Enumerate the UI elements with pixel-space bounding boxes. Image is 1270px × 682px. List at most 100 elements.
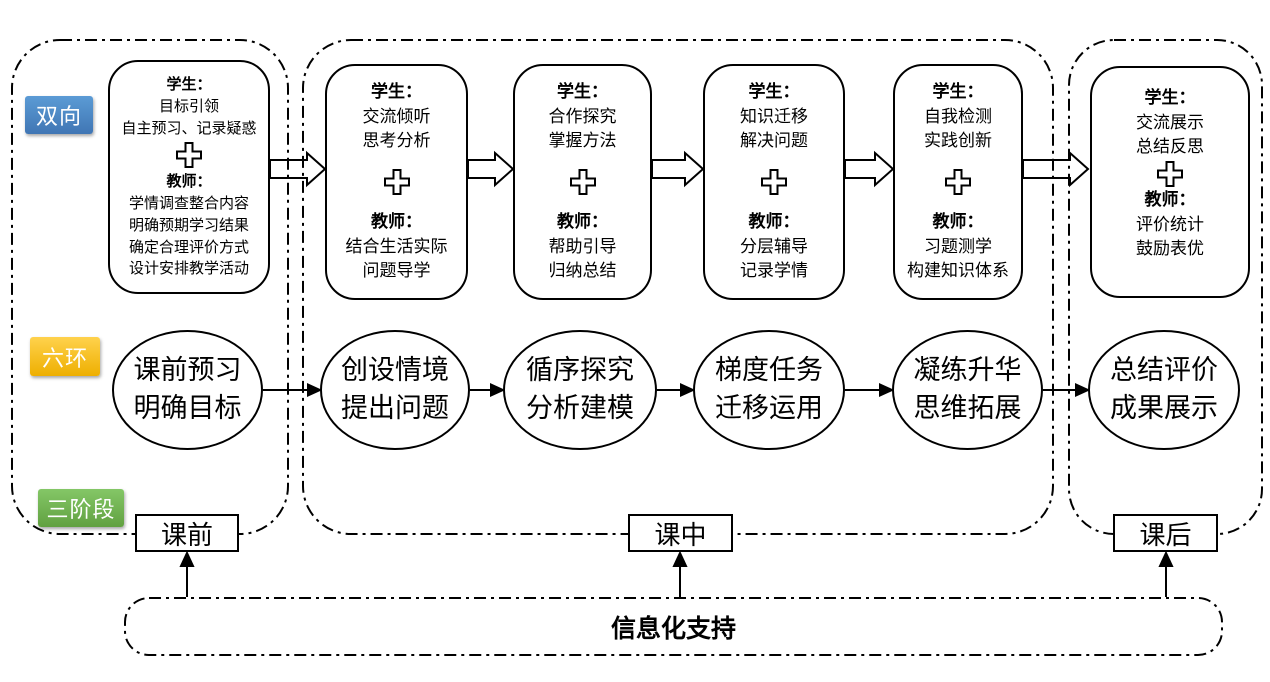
- teacher-line: 习题测学: [924, 236, 992, 256]
- step-ellipse-3: 循序探究 分析建模: [503, 330, 657, 450]
- plus-icon: [945, 169, 971, 195]
- plus-icon: [569, 169, 596, 195]
- activity-box-1: 学生： 目标引领 自主预习、记录疑惑 教师： 学情调查整合内容 明确预期学习结果…: [108, 60, 270, 294]
- student-line: 交流展示: [1136, 112, 1204, 132]
- step-line: 迁移运用: [715, 393, 823, 423]
- student-line: 交流倾听: [362, 106, 431, 126]
- teacher-header: 教师：: [557, 212, 608, 232]
- student-section: 学生： 交流倾听 思考分析: [329, 80, 464, 154]
- support-box-border: [124, 597, 1223, 656]
- block-arrow-3: [651, 150, 705, 188]
- teacher-header: 教师：: [932, 212, 984, 232]
- step-ellipse-1: 课前预习 明确目标: [112, 330, 263, 450]
- stage-container-after-class: [1068, 39, 1263, 535]
- flow-arrow-2: [470, 382, 506, 398]
- stage-box-after-class: 课后: [1113, 514, 1218, 552]
- stage-box-during-class: 课中: [628, 514, 733, 552]
- flow-arrow-1: [263, 382, 323, 398]
- support-arrow-after: [1158, 550, 1174, 597]
- teacher-line: 记录学情: [740, 261, 808, 281]
- block-arrow-2: [467, 150, 515, 188]
- teacher-line: 结合生活实际: [345, 236, 448, 256]
- step-line: 明确目标: [133, 393, 242, 423]
- student-section: 学生： 合作探究 掌握方法: [517, 80, 648, 154]
- step-line: 循序探究: [526, 355, 634, 386]
- teacher-line: 分层辅导: [740, 236, 808, 256]
- flow-arrow-5: [1043, 382, 1091, 398]
- teacher-line: 明确预期学习结果: [128, 216, 249, 234]
- activity-box-3: 学生： 合作探究 掌握方法 教师： 帮助引导 归纳总结: [513, 64, 652, 300]
- teacher-section: 教师： 分层辅导 记录学情: [707, 210, 841, 284]
- teacher-line: 设计安排教学活动: [128, 260, 249, 278]
- badge-two-way: 双向: [25, 96, 93, 134]
- activity-box-5: 学生： 自我检测 实践创新 教师： 习题测学 构建知识体系: [893, 64, 1023, 300]
- stage-box-before-class: 课前: [135, 514, 239, 552]
- student-line: 自我检测: [924, 106, 992, 126]
- teacher-line: 构建知识体系: [907, 261, 1009, 281]
- student-line: 解决问题: [740, 131, 808, 151]
- teacher-section: 教师： 结合生活实际 问题导学: [329, 210, 464, 284]
- block-arrow-4: [844, 150, 895, 188]
- student-section: 学生： 目标引领 自主预习、记录疑惑: [112, 74, 266, 139]
- teacher-header: 教师：: [1144, 190, 1196, 210]
- teacher-line: 问题导学: [362, 261, 431, 281]
- student-line: 掌握方法: [548, 131, 617, 151]
- step-line: 思维拓展: [913, 393, 1022, 423]
- step-ellipse-5: 凝练升华 思维拓展: [892, 330, 1043, 450]
- plus-icon: [176, 142, 202, 169]
- activity-box-4: 学生： 知识迁移 解决问题 教师： 分层辅导 记录学情: [703, 64, 845, 300]
- student-line: 目标引领: [158, 97, 219, 115]
- teacher-section: 教师： 学情调查整合内容 明确预期学习结果 确定合理评价方式 设计安排教学活动: [112, 171, 266, 280]
- step-line: 总结评价: [1110, 355, 1218, 386]
- teacher-line: 归纳总结: [548, 261, 617, 281]
- teacher-section: 教师： 习题测学 构建知识体系: [897, 210, 1019, 284]
- student-header: 学生：: [1144, 88, 1196, 107]
- teacher-line: 学情调查整合内容: [128, 195, 249, 212]
- teacher-line: 帮助引导: [548, 236, 617, 256]
- step-line: 提出问题: [341, 393, 449, 423]
- teacher-section: 教师： 帮助引导 归纳总结: [517, 210, 648, 284]
- step-ellipse-4: 梯度任务 迁移运用: [693, 330, 845, 450]
- step-line: 课前预习: [133, 355, 242, 386]
- student-line: 实践创新: [924, 131, 992, 151]
- flow-arrow-3: [657, 382, 696, 398]
- support-box-label: 信息化支持: [610, 614, 736, 643]
- student-header: 学生：: [166, 76, 212, 93]
- support-arrow-during: [672, 550, 688, 597]
- step-line: 成果展示: [1110, 393, 1218, 423]
- block-arrow-5: [1022, 150, 1090, 188]
- student-header: 学生：: [557, 82, 608, 101]
- step-ellipse-6: 总结评价 成果展示: [1088, 330, 1240, 450]
- student-line: 思考分析: [362, 131, 431, 151]
- student-line: 总结反思: [1136, 137, 1204, 157]
- teacher-header: 教师：: [166, 173, 212, 191]
- step-line: 凝练升华: [913, 355, 1022, 386]
- badge-six-links: 六环: [30, 337, 100, 376]
- flow-arrow-4: [845, 382, 895, 398]
- teacher-line: 确定合理评价方式: [128, 238, 249, 256]
- student-section: 学生： 交流展示 总结反思: [1094, 86, 1246, 160]
- student-header: 学生：: [748, 82, 800, 101]
- student-section: 学生： 知识迁移 解决问题: [707, 80, 841, 154]
- support-arrow-before: [179, 550, 195, 597]
- activity-box-2: 学生： 交流倾听 思考分析 教师： 结合生活实际 问题导学: [325, 64, 468, 300]
- teacher-header: 教师：: [748, 212, 800, 232]
- student-section: 学生： 自我检测 实践创新: [897, 80, 1019, 154]
- student-line: 合作探究: [548, 106, 617, 126]
- student-line: 知识迁移: [740, 106, 808, 126]
- plus-icon: [383, 169, 410, 195]
- student-header: 学生：: [932, 82, 984, 101]
- teacher-header: 教师：: [371, 212, 422, 232]
- activity-box-6: 学生： 交流展示 总结反思 教师： 评价统计 鼓励表优: [1090, 66, 1250, 298]
- step-line: 分析建模: [526, 393, 634, 423]
- step-line: 梯度任务: [715, 355, 823, 386]
- teacher-section: 教师： 评价统计 鼓励表优: [1094, 188, 1246, 262]
- plus-icon: [761, 169, 787, 195]
- plus-icon: [1157, 161, 1183, 187]
- block-arrow-1: [269, 150, 327, 188]
- step-ellipse-2: 创设情境 提出问题: [320, 330, 470, 450]
- badge-three-stages: 三阶段: [38, 489, 124, 527]
- step-line: 创设情境: [341, 355, 449, 386]
